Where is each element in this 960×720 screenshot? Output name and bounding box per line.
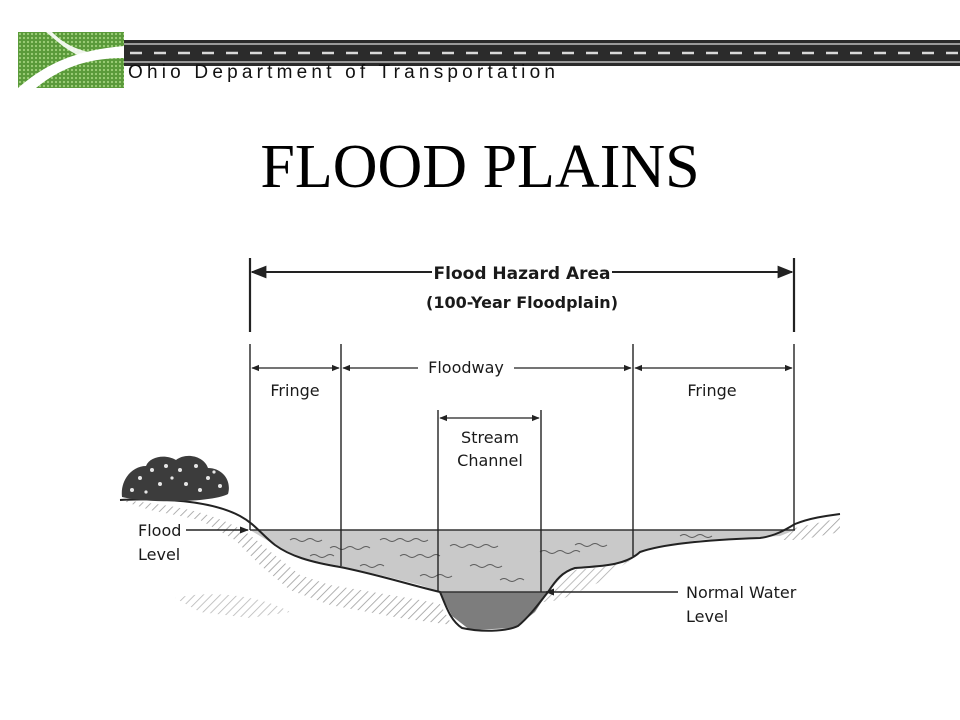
stream-channel-label-line2: Channel [457, 451, 523, 470]
stream-channel-water [440, 592, 548, 630]
ground-profile [119, 498, 841, 632]
bush-icon [121, 455, 229, 502]
floodplain-note-label: (100-Year Floodplain) [426, 293, 618, 312]
flood-hazard-area-label: Flood Hazard Area [434, 264, 611, 284]
organization-name: Ohio Department of Transportation [128, 62, 560, 83]
odot-logo-icon [18, 32, 124, 88]
floodway-fringe-arrows [251, 364, 793, 422]
water-ripples [289, 534, 713, 582]
page-title: FLOOD PLAINS [260, 133, 700, 201]
fringe-left-label: Fringe [270, 381, 319, 400]
normal-water-level-label-line1: Normal Water [686, 583, 797, 602]
floodway-label: Floodway [428, 358, 504, 377]
stream-channel-label-line1: Stream [461, 428, 519, 447]
fringe-right-label: Fringe [687, 381, 736, 400]
flood-water [250, 530, 795, 592]
normal-water-level-label-line2: Level [686, 607, 728, 626]
boundary-lines [248, 258, 796, 592]
header-road-stripe [124, 40, 960, 66]
flood-level-label-line1: Flood [138, 521, 181, 540]
flood-level-label-line2: Level [138, 545, 180, 564]
